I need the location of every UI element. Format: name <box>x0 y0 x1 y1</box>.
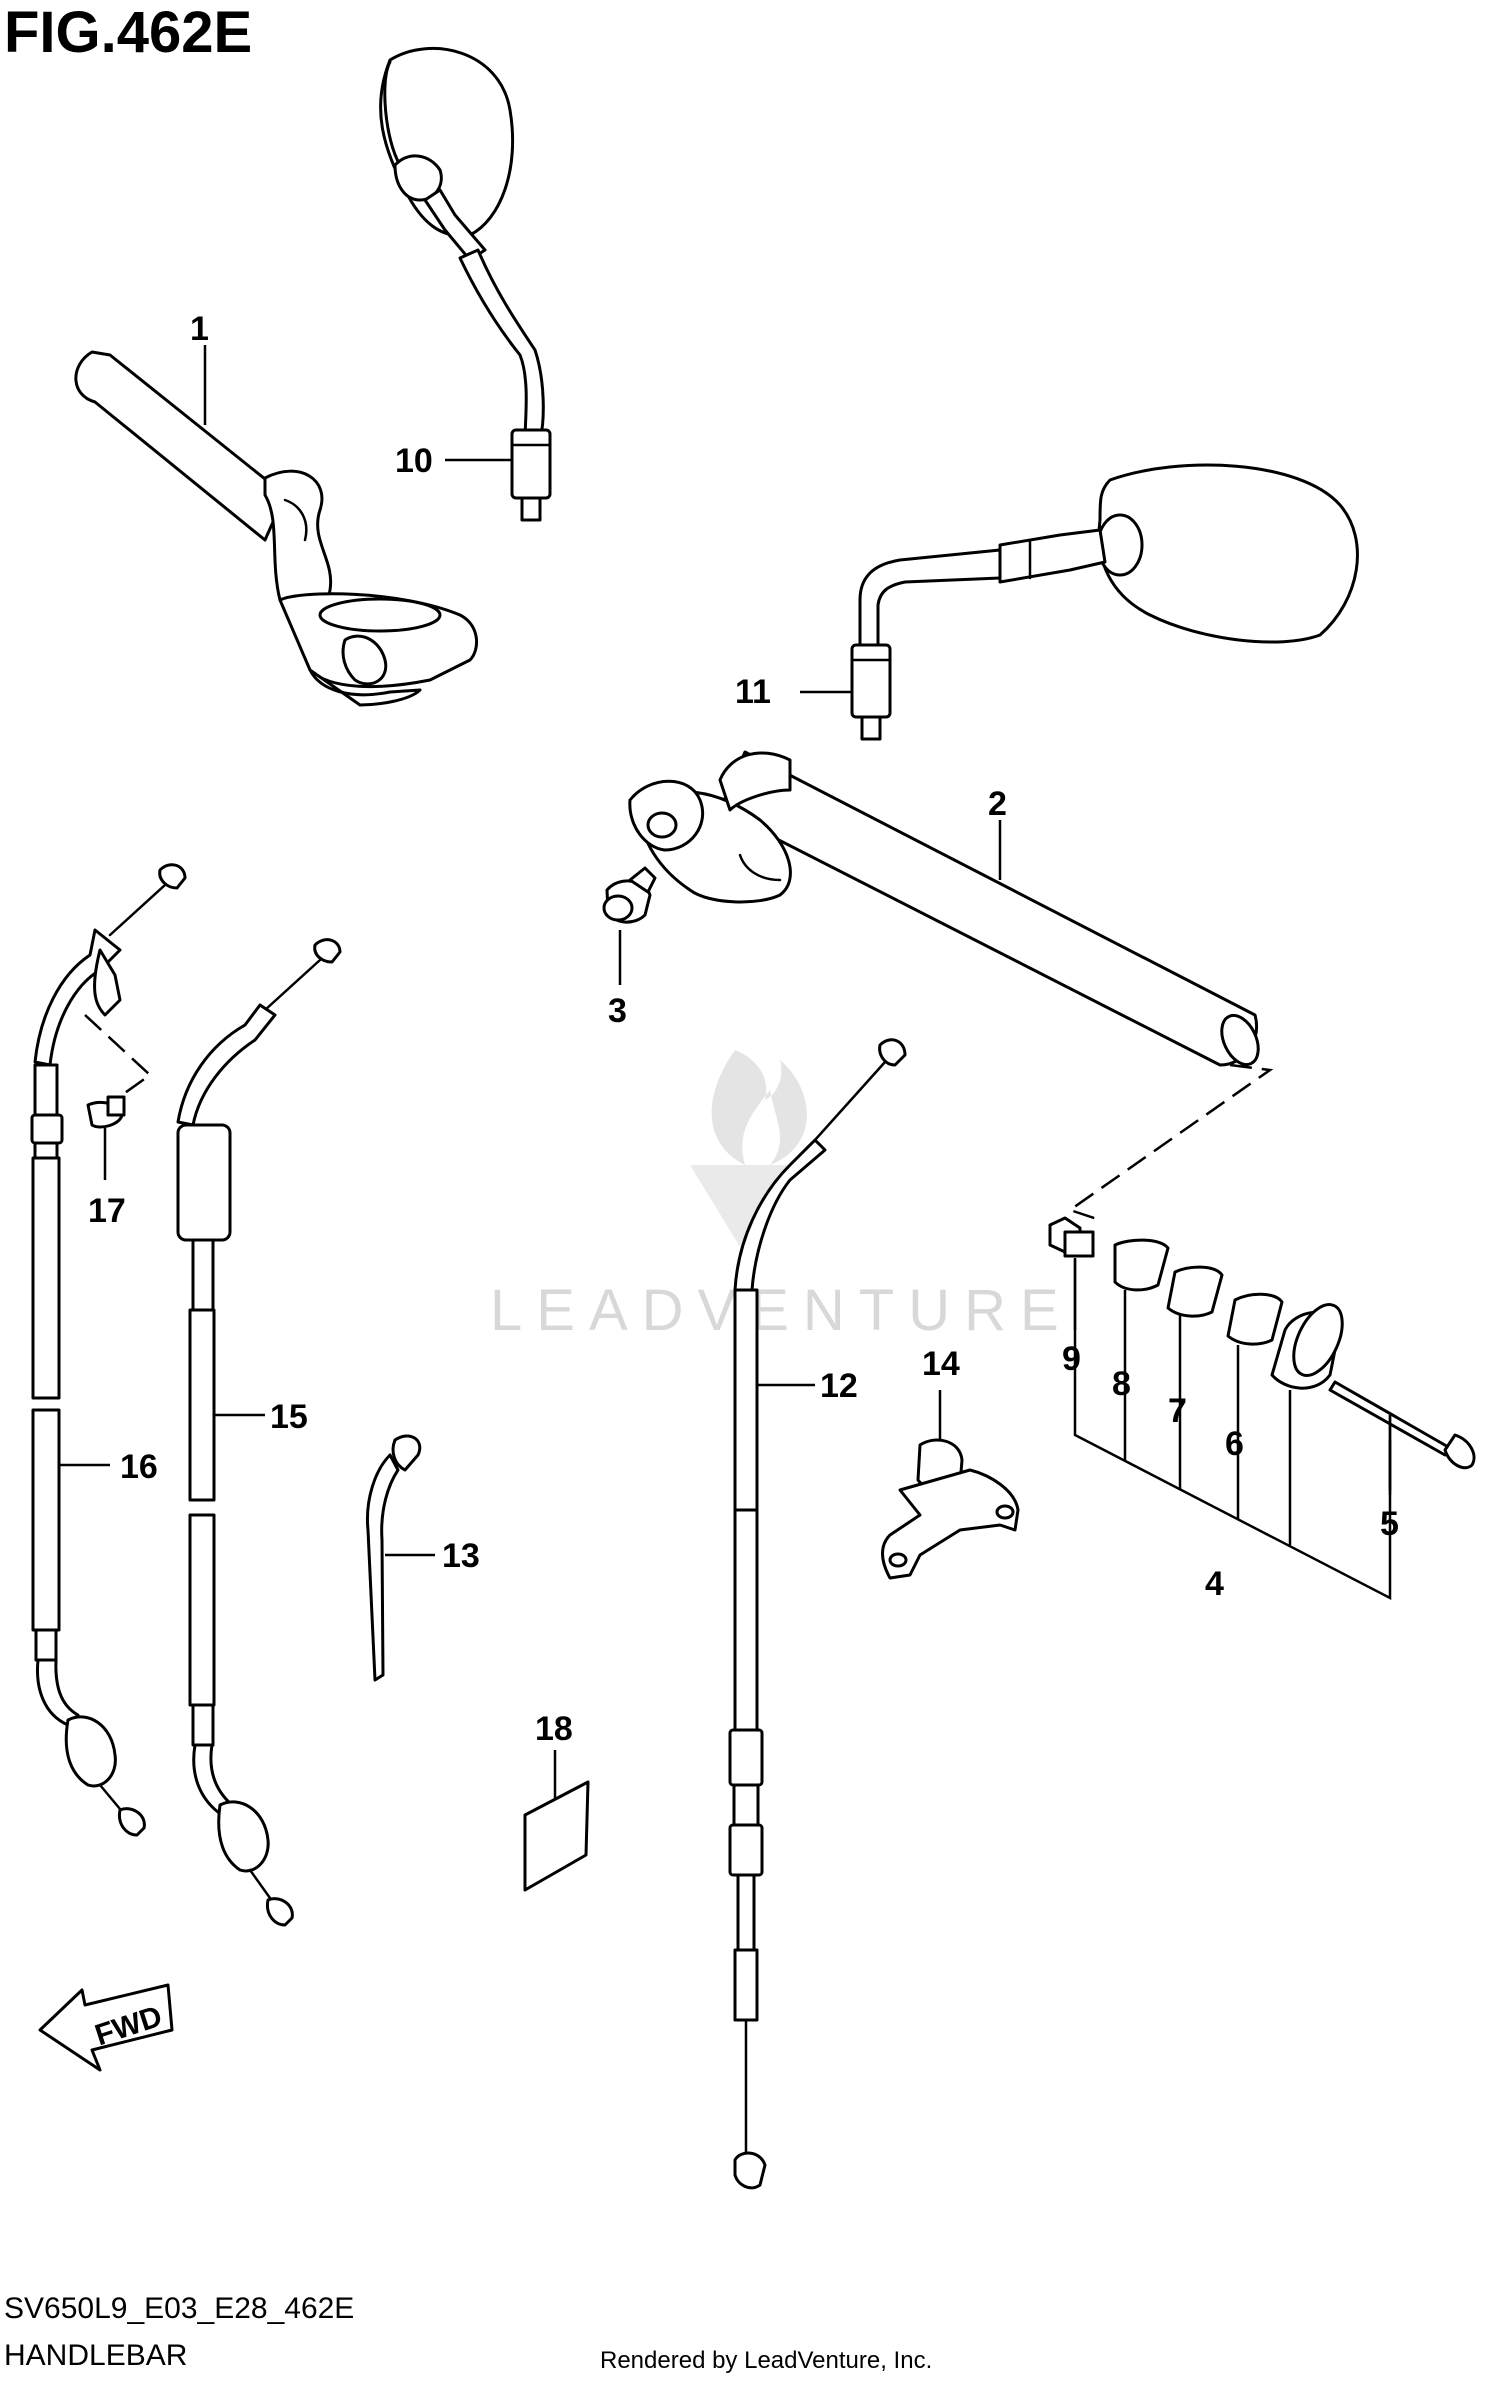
callout-17: 17 <box>88 1192 126 1230</box>
callout-labels: 1 2 3 4 5 6 7 8 9 10 11 12 13 14 15 16 1… <box>88 310 1399 1748</box>
part-8-spacer <box>1113 1238 1170 1292</box>
part-5-balancer-screw <box>1328 1380 1476 1470</box>
callout-11: 11 <box>735 673 771 711</box>
callout-6: 6 <box>1225 1425 1244 1463</box>
part-16-throttle-cable <box>30 863 187 1837</box>
callout-2: 2 <box>988 785 1007 823</box>
model-code-caption: SV650L9_E03_E28_462E <box>4 2292 354 2325</box>
part-18-label <box>523 1780 590 1892</box>
callout-4: 4 <box>1205 1565 1224 1603</box>
part-9-balancer-bolt <box>1048 1216 1095 1258</box>
part-11-right-mirror <box>850 463 1359 741</box>
callout-9: 9 <box>1062 1340 1081 1378</box>
bracket-4 <box>1073 1258 1392 1601</box>
part-4-balancer-weight <box>1270 1303 1344 1390</box>
callout-14: 14 <box>922 1345 960 1383</box>
rendered-by-note: Rendered by LeadVenture, Inc. <box>600 2347 932 2374</box>
part-12-clutch-cable <box>728 1038 907 2190</box>
callout-16: 16 <box>120 1448 158 1486</box>
fwd-arrow-icon: FWD <box>38 1983 174 2072</box>
part-14-bracket <box>881 1438 1020 1580</box>
callout-7: 7 <box>1168 1392 1187 1430</box>
callout-5: 5 <box>1380 1505 1399 1543</box>
part-13-cable-tie <box>365 1434 422 1682</box>
watermark: LEADVENTURE <box>490 1050 1073 1343</box>
leader-lines <box>59 345 1392 1800</box>
part-2-handlebar <box>628 750 1260 1067</box>
callout-15: 15 <box>270 1398 308 1436</box>
callout-13: 13 <box>442 1537 480 1575</box>
callout-8: 8 <box>1112 1365 1131 1403</box>
part-15-throttle-cable <box>176 938 342 1927</box>
assembly-guide-line <box>1067 1063 1274 1222</box>
callout-12: 12 <box>820 1367 858 1405</box>
callout-18: 18 <box>535 1710 573 1748</box>
watermark-text: LEADVENTURE <box>490 1278 1073 1343</box>
part-3-bolt <box>602 866 657 924</box>
watermark-logo-icon <box>690 1050 807 1255</box>
figure-name-caption: HANDLEBAR <box>4 2339 187 2372</box>
part-17-screw <box>86 1095 126 1129</box>
part-7-spacer <box>1166 1265 1224 1318</box>
callout-3: 3 <box>608 992 627 1030</box>
part-1-throttle-grip <box>74 350 479 707</box>
part-6-spacer <box>1226 1292 1284 1346</box>
assembly-guide-line-17 <box>84 1014 152 1102</box>
callout-1: 1 <box>190 310 209 348</box>
part-10-left-mirror <box>379 46 552 522</box>
figure-title: FIG.462E <box>4 0 252 65</box>
callout-10: 10 <box>395 442 433 480</box>
